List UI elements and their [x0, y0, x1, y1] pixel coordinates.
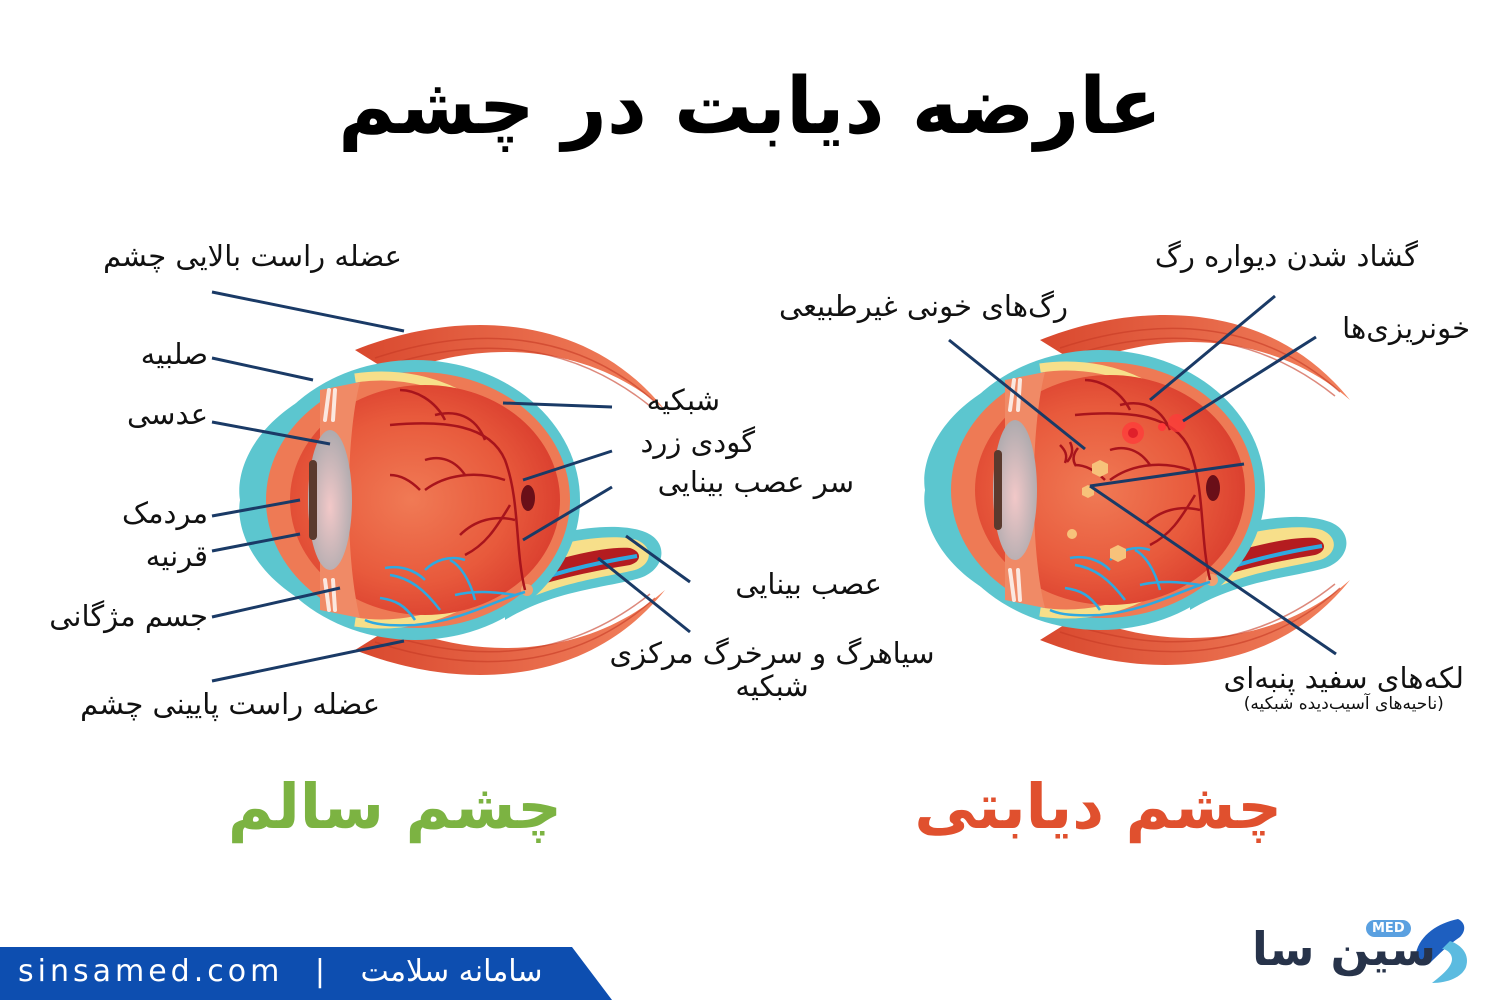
diabetic-eye-illustration: [924, 315, 1350, 665]
label-lens: عدسی: [127, 397, 208, 431]
healthy-leader-lines: [211, 290, 691, 683]
label-cotton-wool: لکه‌های سفید پنبه‌ای (ناحیه‌های آسیب‌دید…: [1223, 661, 1464, 715]
diabetic-leader-lines: [948, 294, 1337, 656]
label-superior-rectus: عضله راست بالایی چشم: [103, 239, 402, 273]
footer-band: [0, 947, 612, 1000]
logo-icon: [1415, 919, 1468, 983]
label-macula: گودی زرد: [640, 425, 755, 459]
label-pupil: مردمک: [122, 496, 208, 530]
footer-tagline: سامانه سلامت: [360, 954, 543, 989]
footer-website-link[interactable]: sinsamed.com: [18, 954, 284, 989]
label-cotton-wool-note: (ناحیه‌های آسیب‌دیده شبکیه): [1243, 694, 1444, 715]
label-ciliary-body: جسم مژگانی: [49, 599, 208, 633]
label-central-vessels-line2: شبکیه: [735, 669, 809, 704]
page-title: عارضه دیابت در چشم: [338, 62, 1162, 152]
caption-diabetic-eye: چشم دیابتی: [914, 770, 1282, 843]
label-cotton-wool-spots: لکه‌های سفید پنبه‌ای: [1223, 661, 1464, 695]
diabetic-pathology: [1059, 414, 1186, 562]
label-inferior-rectus: عضله راست پایینی چشم: [80, 687, 380, 721]
logo-badge: MED: [1366, 920, 1411, 937]
footer-text: sinsamed.com | سامانه سلامت: [18, 954, 543, 989]
label-optic-disc: سر عصب بینایی: [657, 465, 854, 499]
footer-separator: |: [314, 954, 329, 989]
label-abnormal-vessels: رگ‌های خونی غیرطبیعی: [778, 289, 1068, 323]
label-central-vessels-line1: سیاهرگ و سرخرگ مرکزی: [609, 636, 935, 670]
label-cornea: قرنیه: [145, 539, 208, 573]
caption-healthy-eye: چشم سالم: [227, 770, 562, 843]
label-optic-nerve: عصب بینایی: [735, 567, 882, 601]
label-central-vessels: سیاهرگ و سرخرگ مرکزی شبکیه: [598, 636, 946, 704]
label-vessel-dilation: گشاد شدن دیواره رگ: [1154, 239, 1418, 273]
label-hemorrhages: خونریزی‌ها: [1342, 311, 1470, 345]
label-sclera: صلبیه: [140, 337, 208, 371]
label-retina: شبکیه: [646, 383, 720, 417]
